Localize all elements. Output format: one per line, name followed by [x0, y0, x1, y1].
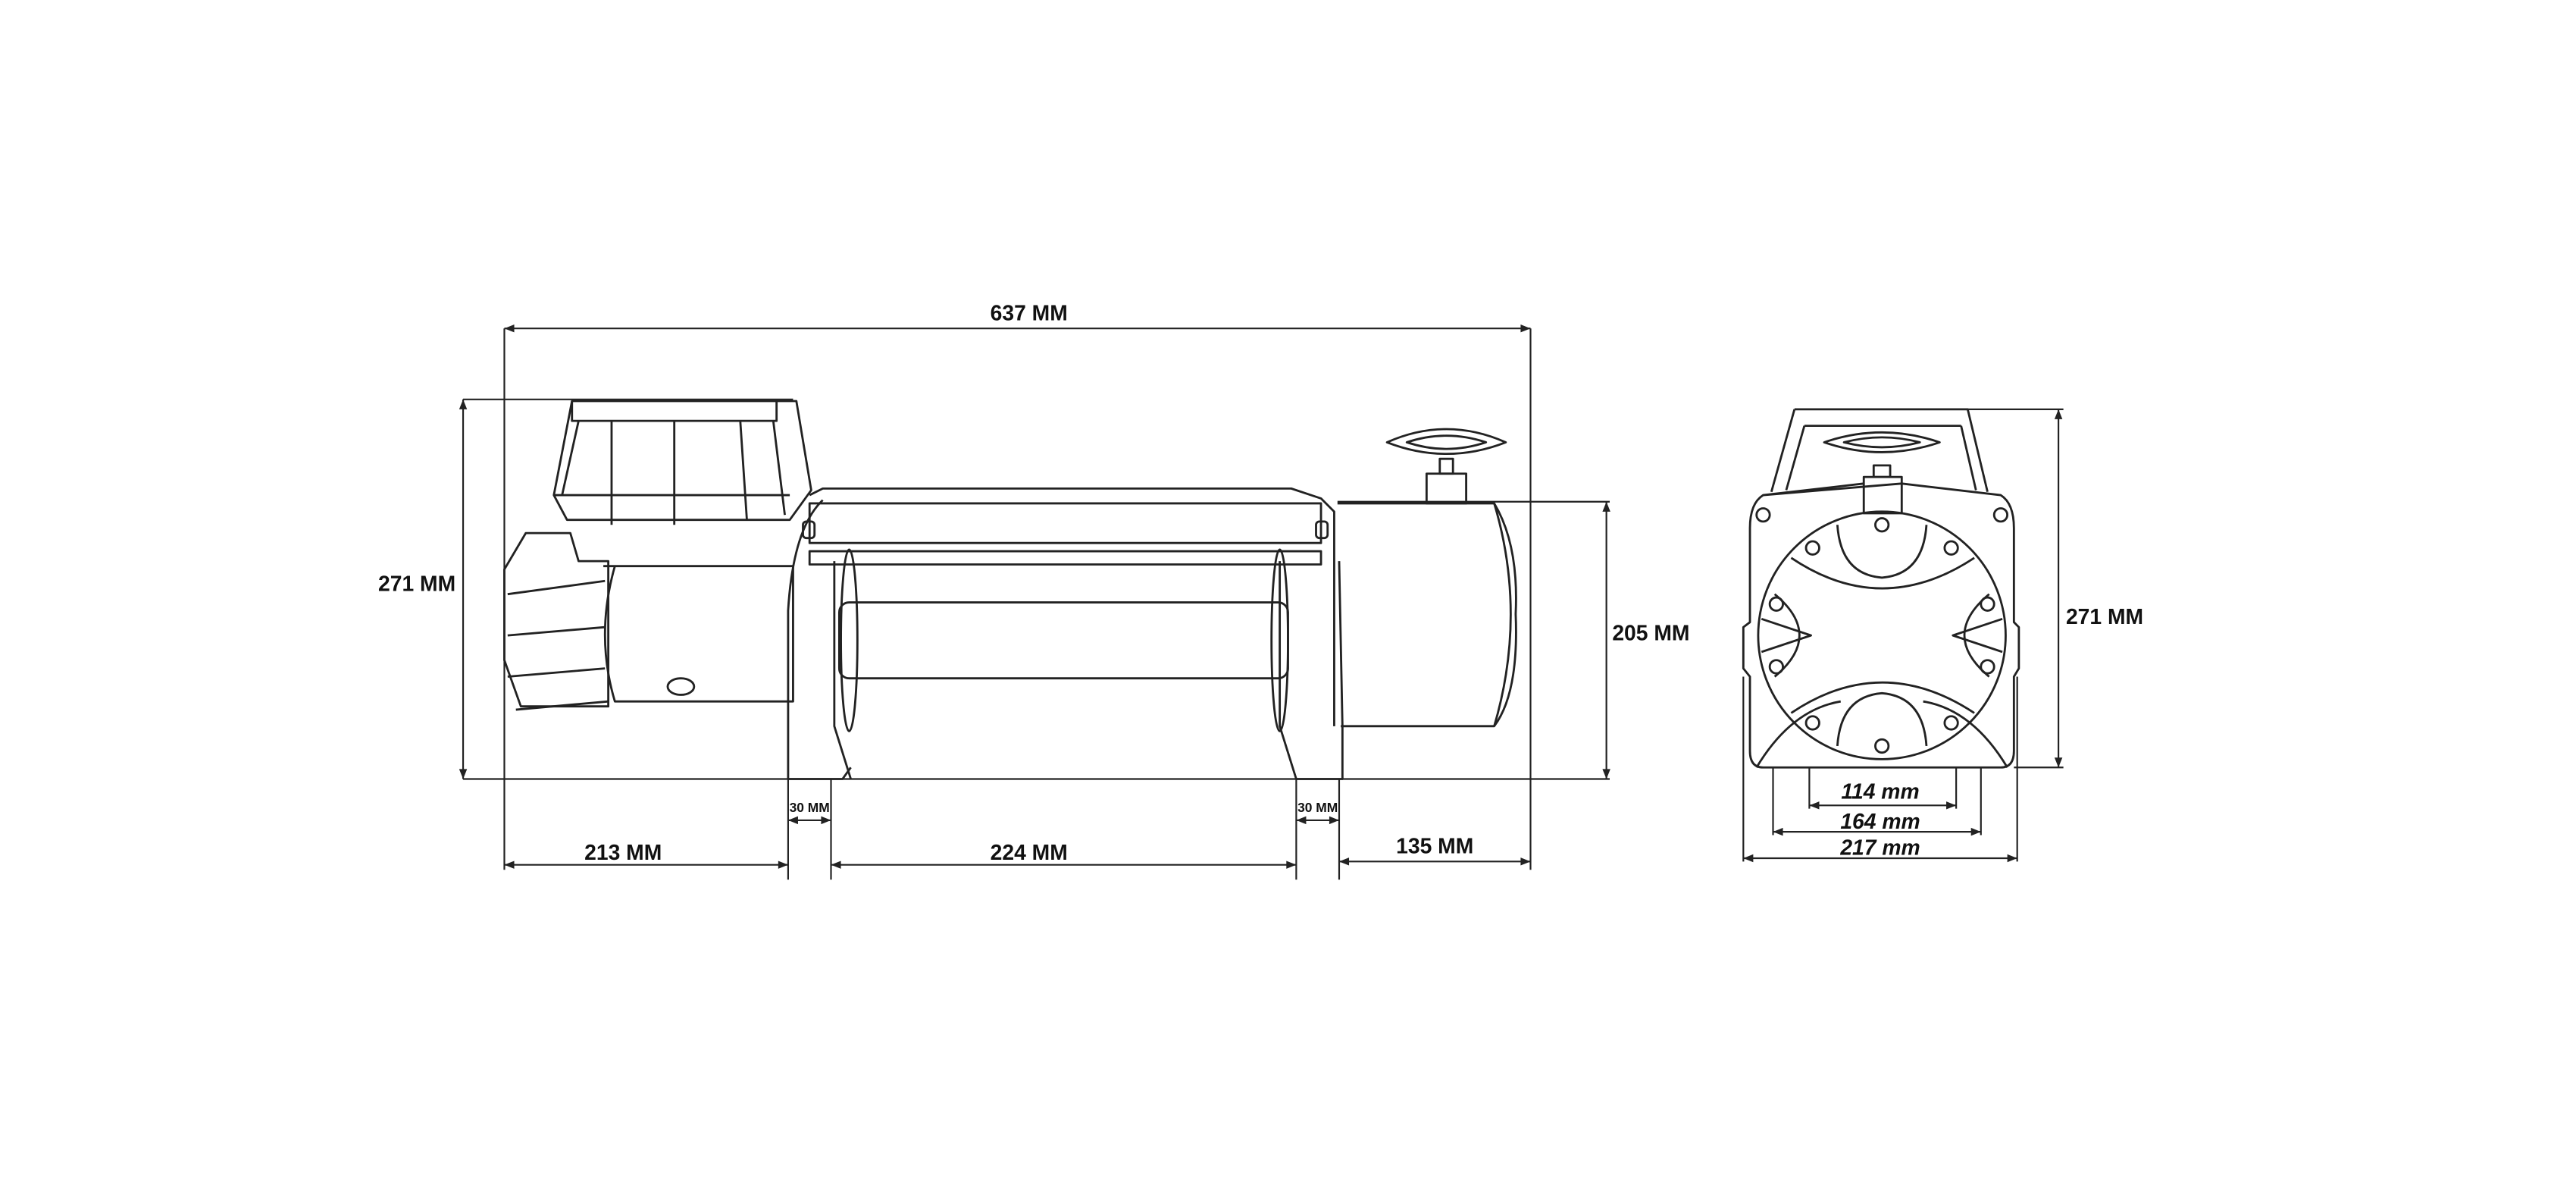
- end-height-label: 271 MM: [2066, 604, 2143, 629]
- gear-housing: [503, 531, 794, 711]
- side-view-dimensions: 637 MM 271 MM 205 MM 213 MM 224 MM 135 M…: [378, 300, 1689, 880]
- motor: [1337, 428, 1517, 728]
- bolt-spacing-outer-label: 164 mm: [1840, 809, 1920, 833]
- motor-end-plate: [1757, 510, 2007, 760]
- overall-width-label: 217 mm: [1839, 835, 1920, 860]
- motor-length-label: 135 MM: [1396, 833, 1473, 857]
- left-frame-width-label: 30 MM: [790, 800, 830, 815]
- end-view-dimensions: 271 MM 114 mm 164 mm 217 mm: [1742, 408, 2143, 863]
- height-label: 271 MM: [378, 571, 455, 595]
- motor-height-label: 205 MM: [1612, 621, 1689, 645]
- bolt-hole: [666, 677, 696, 696]
- bolt-holes: [1755, 507, 2009, 754]
- left-offset-label: 213 MM: [584, 840, 662, 864]
- side-view-drawing: [503, 400, 1517, 780]
- bolt-spacing-inner-label: 114 mm: [1841, 779, 1919, 804]
- overall-length-label: 637 MM: [991, 300, 1068, 324]
- drum-length-label: 224 MM: [991, 840, 1068, 864]
- right-frame-width-label: 30 MM: [1297, 800, 1338, 815]
- control-box: [552, 400, 812, 525]
- end-view-drawing: [1742, 408, 2020, 769]
- tie-bars: [802, 487, 1335, 726]
